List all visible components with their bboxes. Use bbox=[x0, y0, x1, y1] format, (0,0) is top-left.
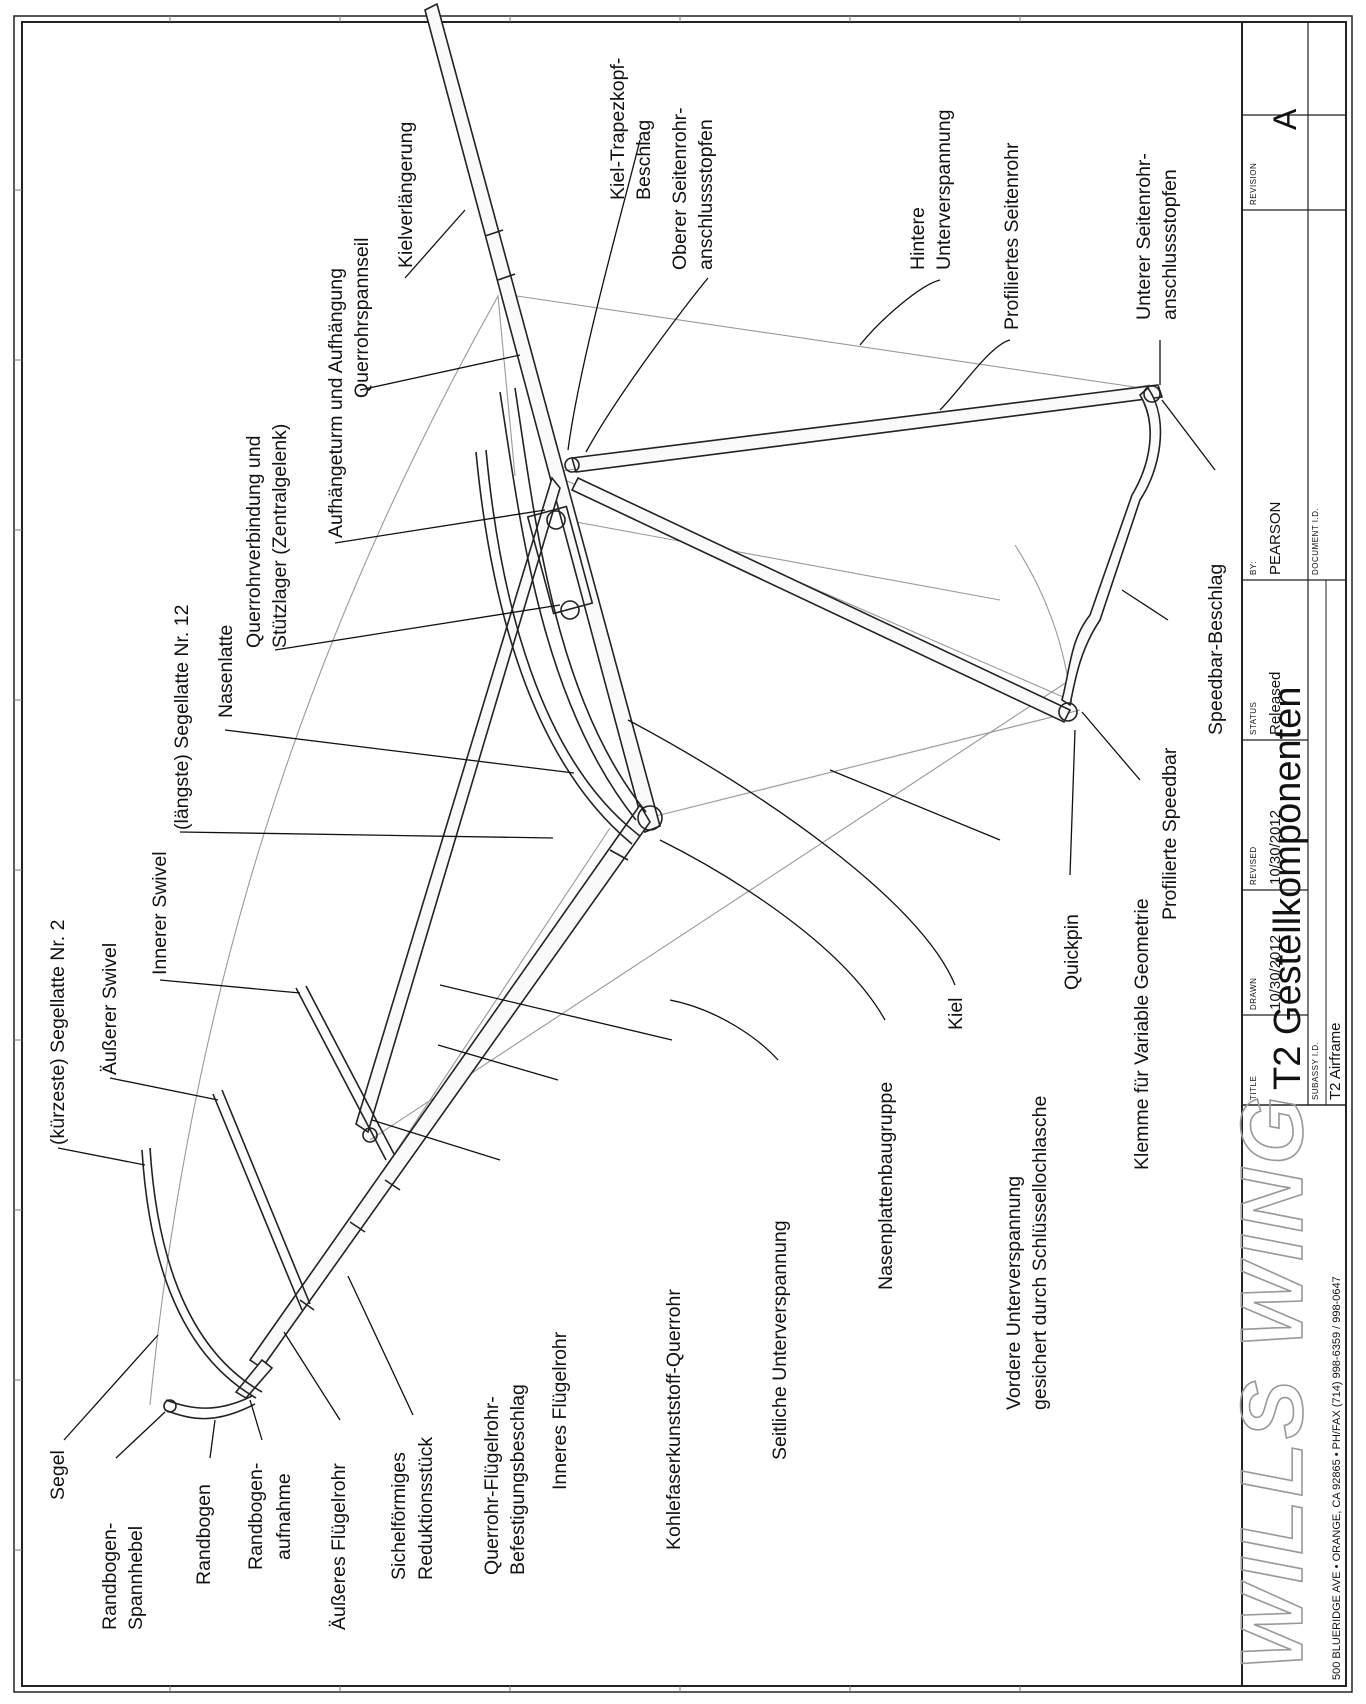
status-value: Released bbox=[1267, 672, 1284, 735]
leader-lines bbox=[57, 139, 1216, 1459]
title-heading: TITLE bbox=[1249, 1076, 1258, 1100]
label-querrohr-fluegelrohr-2: Befestigungsbeschlag bbox=[507, 1384, 529, 1575]
label-querrohrverbindung-2: Stützlager (Zentralgelenk) bbox=[269, 424, 291, 648]
label-klemme-vg: Klemme für Variable Geometrie bbox=[1131, 898, 1153, 1170]
subassembly-value: T2 Airframe bbox=[1327, 1022, 1344, 1100]
label-kielverlaengerung: Kielverlängerung bbox=[395, 122, 417, 268]
part-labels: Segel Randbogen- Spannhebel Randbogen Ra… bbox=[47, 58, 1227, 1630]
by-value: PEARSON bbox=[1267, 502, 1284, 575]
revised-date: 10/30/2012 bbox=[1267, 810, 1284, 885]
label-hintere-unterspannung-1: Hintere bbox=[907, 207, 929, 270]
label-hintere-unterspannung-2: Unterverspannung bbox=[933, 110, 955, 270]
label-querrohrverbindung-1: Querrohrverbindung und bbox=[243, 436, 265, 648]
label-speedbar-beschlag: Speedbar-Beschlag bbox=[1205, 564, 1227, 735]
label-profiliertes-seitenrohr: Profiliertes Seitenrohr bbox=[1001, 142, 1023, 330]
drawing-border bbox=[13, 15, 1353, 1693]
label-profilierte-speedbar: Profilierte Speedbar bbox=[1159, 747, 1181, 920]
label-querrohrspannseil: Querrohrspannseil bbox=[351, 238, 373, 398]
label-nasenplattenbaugruppe: Nasenplattenbaugruppe bbox=[875, 1082, 897, 1290]
drawn-date: 10/30/2012 bbox=[1267, 935, 1284, 1010]
airframe-drawing bbox=[141, 2, 1164, 1420]
label-unterer-seitenrohr-1: Unterer Seitenrohr- bbox=[1133, 153, 1155, 320]
drawn-heading: DRAWN bbox=[1249, 978, 1258, 1010]
label-nasenlatte: Nasenlatte bbox=[215, 625, 237, 718]
revised-heading: REVISED bbox=[1249, 846, 1258, 885]
label-innerer-swivel: Innerer Swivel bbox=[149, 851, 171, 975]
status-heading: STATUS bbox=[1249, 702, 1258, 735]
by-heading: BY: bbox=[1249, 561, 1258, 575]
label-randbogen-aufnahme-2: aufnahme bbox=[273, 1473, 295, 1560]
label-vordere-unterspannung-2: gesichert durch Schlüssellochlasche bbox=[1029, 1096, 1051, 1410]
label-kohlefaser-querrohr: Kohlefaserkunststoff-Querrohr bbox=[663, 1289, 685, 1550]
label-querrohr-fluegelrohr-1: Querrohr-Flügelrohr- bbox=[481, 1396, 503, 1575]
label-sichelfoermiges-2: Reduktionsstück bbox=[415, 1437, 437, 1580]
label-aeusserer-swivel: Äußerer Swivel bbox=[99, 943, 121, 1075]
label-randbogen: Randbogen bbox=[193, 1484, 215, 1585]
label-randbogen-spannhebel-2: Spannhebel bbox=[125, 1526, 147, 1630]
label-seitliche-unterspannung: Seitliche Unterverspannung bbox=[769, 1220, 791, 1460]
drawing-title: T2 Gestellkomponenten bbox=[1267, 687, 1309, 1090]
document-id-heading: DOCUMENT I.D. bbox=[1311, 508, 1320, 575]
label-oberer-seitenrohr-1: Oberer Seitenrohr- bbox=[669, 107, 691, 270]
label-unterer-seitenrohr-2: anschlussstopfen bbox=[1159, 169, 1181, 320]
label-randbogen-spannhebel-1: Randbogen- bbox=[99, 1523, 121, 1630]
label-segel: Segel bbox=[47, 1450, 69, 1500]
label-vordere-unterspannung-1: Vordere Unterverspannung bbox=[1003, 1176, 1025, 1410]
label-kuerzeste-segellatte: (kürzeste) Segellatte Nr. 2 bbox=[47, 920, 69, 1145]
title-block: TITLE T2 Gestellkomponenten SUBASSY I.D.… bbox=[1221, 22, 1346, 1686]
label-aufhaengeturm: Aufhängeturm und Aufhängung bbox=[325, 268, 347, 538]
label-randbogen-aufnahme-1: Randbogen- bbox=[245, 1463, 267, 1570]
label-kiel-trapezkopf-1: Kiel-Trapezkopf- bbox=[607, 58, 629, 200]
wills-wing-logo: WILLS WING bbox=[1221, 1092, 1322, 1671]
revision-value: A bbox=[1267, 108, 1303, 130]
label-laengste-segellatte: (längste) Segellatte Nr. 12 bbox=[171, 605, 193, 830]
label-aeusseres-fluegelrohr: Äußeres Flügelrohr bbox=[328, 1463, 350, 1630]
subassembly-heading: SUBASSY I.D. bbox=[1311, 1042, 1320, 1100]
company-address: 500 BLUERIDGE AVE • ORANGE, CA 92865 • P… bbox=[1331, 1276, 1343, 1680]
label-quickpin: Quickpin bbox=[1061, 914, 1083, 990]
label-kiel-trapezkopf-2: Beschlag bbox=[633, 120, 655, 200]
label-kiel: Kiel bbox=[945, 997, 967, 1030]
label-sichelfoermiges-1: Sichelförmiges bbox=[388, 1452, 410, 1580]
label-oberer-seitenrohr-2: anschlussstopfen bbox=[695, 119, 717, 270]
label-inneres-fluegelrohr: Inneres Flügelrohr bbox=[549, 1331, 571, 1490]
wills-wing-logo-text: WILLS WING bbox=[1222, 1092, 1321, 1670]
revision-heading: REVISION bbox=[1249, 163, 1258, 205]
